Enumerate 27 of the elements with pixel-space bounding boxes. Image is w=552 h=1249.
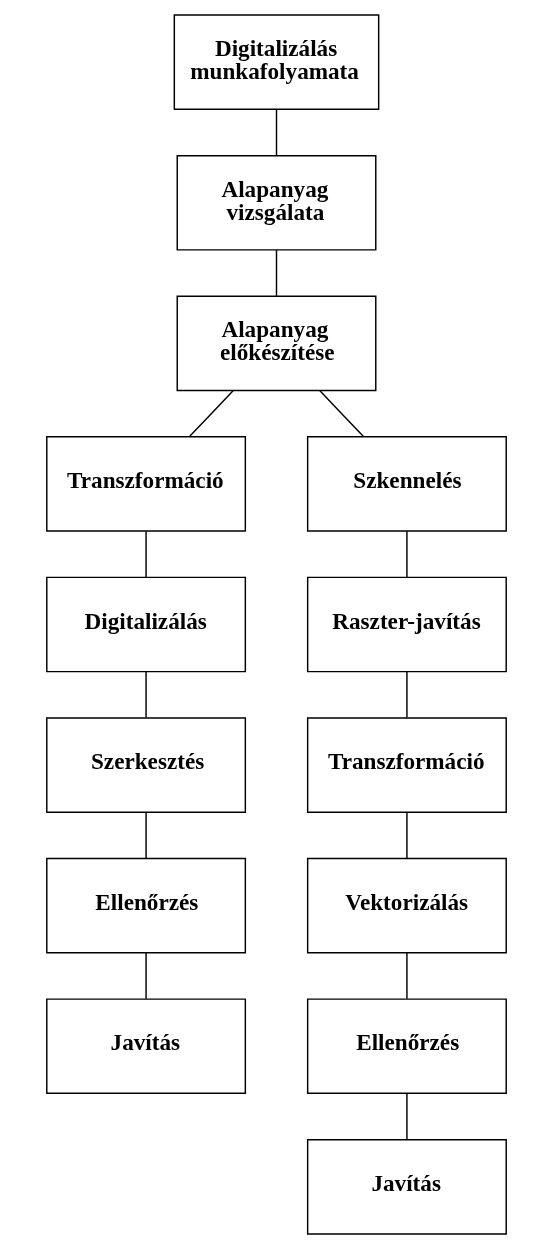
node-box: Ellenőrzés bbox=[45, 857, 246, 954]
node-box: Szkennelés bbox=[306, 436, 507, 532]
node-box: Alapanyag előkészítése bbox=[176, 295, 376, 392]
connector bbox=[275, 249, 277, 297]
node-box: Digitalizálás munkafolyamata bbox=[173, 14, 379, 111]
connector bbox=[144, 811, 147, 859]
connector bbox=[405, 952, 408, 1000]
node-box: Javítás bbox=[306, 1138, 507, 1235]
connector bbox=[405, 530, 408, 578]
connector bbox=[275, 108, 277, 156]
connector bbox=[405, 811, 408, 859]
node-box: Alapanyag vizsgálata bbox=[176, 154, 376, 251]
node-box: Raszter-javítás bbox=[306, 576, 507, 673]
connector bbox=[188, 389, 234, 438]
node-box: Digitalizálás bbox=[45, 576, 246, 673]
connector bbox=[144, 671, 147, 719]
connector bbox=[144, 952, 147, 1000]
node-box: Transzformáció bbox=[306, 717, 507, 813]
node-box: Ellenőrzés bbox=[306, 998, 507, 1095]
node-box: Vektorizálás bbox=[306, 857, 507, 954]
connector bbox=[405, 671, 408, 719]
connector bbox=[405, 1092, 408, 1140]
connector bbox=[144, 530, 147, 578]
node-box: Szerkesztés bbox=[45, 717, 246, 813]
node-box: Javítás bbox=[45, 998, 246, 1095]
node-box: Transzformáció bbox=[45, 436, 246, 532]
connector bbox=[318, 389, 364, 438]
